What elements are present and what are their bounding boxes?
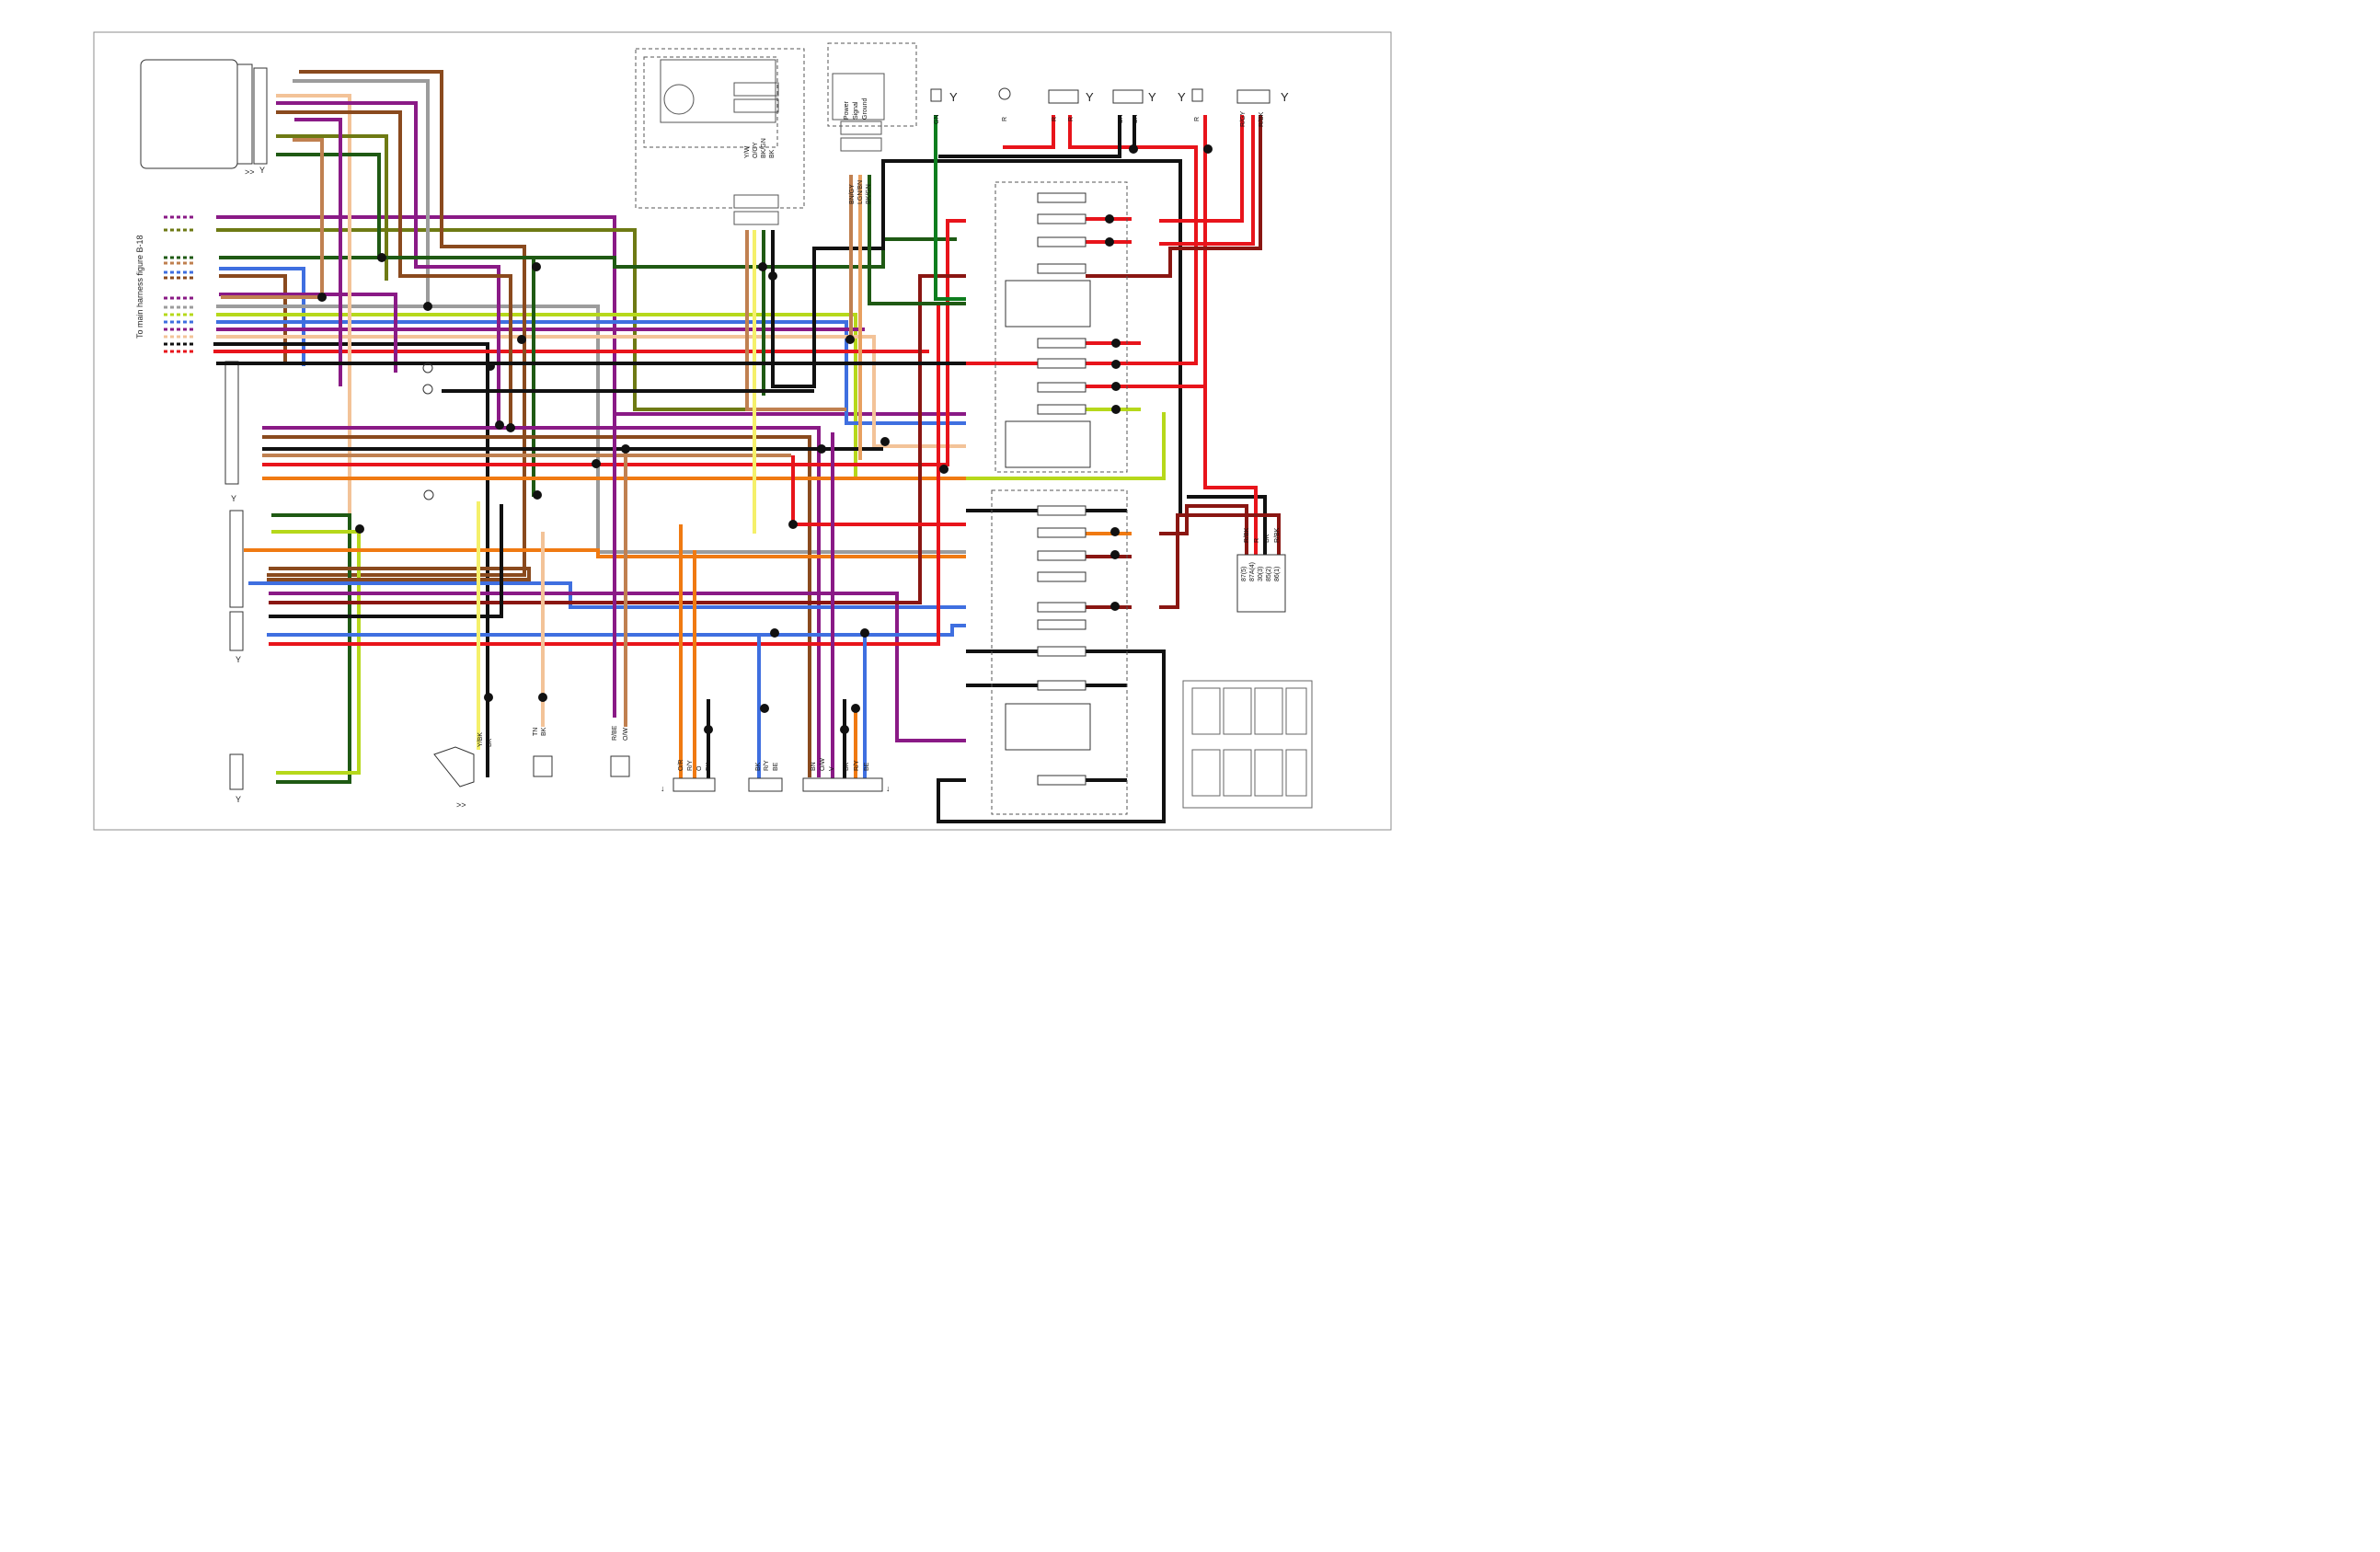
- relay-wire-1: R/BK: [1244, 527, 1250, 543]
- left-conn-mark-3: Y: [236, 795, 241, 804]
- top-label-r2: R: [1052, 117, 1058, 121]
- ecu-mark: >>: [245, 167, 255, 177]
- top-label-bk2: BK: [1133, 114, 1139, 123]
- wire-bundles: [213, 70, 1281, 823]
- c2-label-1: TN: [533, 728, 539, 736]
- top-label-r4: R: [1194, 117, 1201, 121]
- c6-label-3: V: [829, 766, 835, 771]
- top-label-r1: R: [1002, 117, 1008, 121]
- top-right-terminals: [930, 87, 1270, 104]
- terminal-y-4: Y: [1178, 90, 1186, 104]
- terminal-y-5: Y: [1281, 90, 1289, 104]
- relay-pin-2: 87A(4): [1249, 562, 1256, 581]
- terminal-y-1: Y: [949, 90, 958, 104]
- c3-label-2: O/W: [623, 728, 629, 741]
- sensor-wire-label-3: BK/GN: [761, 138, 767, 158]
- c5-label-2: R/Y: [764, 760, 770, 771]
- c3-label-1: R/BE: [612, 725, 618, 741]
- c4-label-1: O/R: [678, 760, 684, 771]
- relay-pin-1: 87(5): [1241, 567, 1247, 581]
- left-conn-mark-1: Y: [231, 494, 236, 503]
- c4-label-4: BK: [706, 762, 712, 771]
- relay-wire-3: BK: [1264, 534, 1270, 543]
- c6-label-6: BE: [864, 762, 870, 771]
- top-label-gn: GN: [934, 115, 940, 125]
- module-wire-label-3: BK/GN: [866, 184, 872, 204]
- ecu-y-mark: Y: [259, 166, 265, 175]
- fuse-box-illustration: [1182, 680, 1313, 809]
- junction-dots: [317, 144, 1213, 734]
- wiring-diagram: >> Y To main harness figure B-18 Y Y Y: [93, 31, 1392, 831]
- top-label-bk1: BK: [1118, 114, 1124, 123]
- module-ground-label: Ground: [862, 98, 868, 120]
- c2-label-2: BK: [541, 727, 547, 736]
- relay-wire-4: R/BK: [1274, 527, 1281, 543]
- left-stubs: [164, 215, 195, 353]
- module-box: [827, 42, 917, 152]
- module-signal-label: Signal: [853, 101, 859, 120]
- ring-terminals: [422, 362, 434, 500]
- sensor-wire-label-2: O/GY: [753, 142, 759, 158]
- fuse-block-upper: [995, 181, 1128, 473]
- fuse-block-relays: [1005, 280, 1091, 751]
- c6-label-5: R/Y: [854, 760, 860, 771]
- terminal-y-3: Y: [1148, 90, 1156, 104]
- module-power-label: Power: [844, 100, 850, 120]
- relay-pin-5: 86(1): [1274, 567, 1281, 581]
- diagram-frame: [93, 31, 1392, 831]
- relay-pin-3: 30(3): [1258, 567, 1264, 581]
- ecu-component: >> Y: [140, 59, 268, 177]
- bottom-connectors: [433, 746, 883, 792]
- side-harness-label: To main harness figure B-18: [135, 235, 144, 339]
- terminal-y-2: Y: [1086, 90, 1094, 104]
- module-wire-label-1: BN/GY: [849, 184, 856, 204]
- c6-label-2: O/W: [820, 758, 826, 771]
- fuse-block-lower: [991, 489, 1128, 815]
- c4-label-2: R/Y: [687, 760, 694, 771]
- arrow-down-1: ↓: [661, 784, 665, 793]
- top-label-rbk: R/BK: [1259, 111, 1265, 127]
- c4-label-3: O: [696, 765, 703, 771]
- sensor-wire-label-4: BK: [769, 149, 776, 158]
- main-relay: [1236, 554, 1286, 613]
- c5-label-1: BK: [755, 762, 762, 771]
- left-conn-mark-2: Y: [236, 655, 241, 664]
- relay-pin-4: 85(2): [1266, 567, 1272, 581]
- relay-wire-2: R: [1254, 538, 1260, 543]
- arrow-pair-bottom: >>: [456, 800, 466, 810]
- arrow-down-2: ↓: [886, 784, 891, 793]
- c5-label-3: BE: [773, 762, 779, 771]
- left-connectors: [224, 361, 244, 790]
- c1-label-2: BK: [487, 738, 493, 747]
- c6-label-1: BN: [811, 762, 817, 771]
- module-wire-label-2: LGN/BN: [857, 180, 864, 204]
- fuses: [1037, 192, 1087, 786]
- c6-label-4: BK: [844, 762, 850, 771]
- c1-label-1: Y/BK: [477, 732, 484, 747]
- sensor-wire-label-1: Y/W: [744, 145, 751, 158]
- top-label-rgy: R/GY: [1240, 111, 1247, 127]
- top-label-r3: R: [1068, 117, 1075, 121]
- sensor-box: [635, 48, 805, 225]
